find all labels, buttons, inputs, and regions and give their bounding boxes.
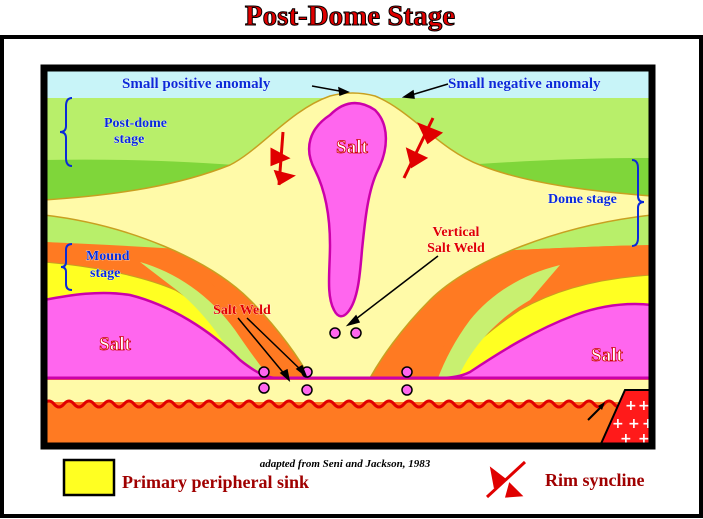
central-salt-diapir	[307, 101, 388, 318]
post-dome-stage-label-1: Post-dome	[104, 116, 167, 131]
svg-text:+: +	[612, 416, 624, 432]
weld-pointer-arrows	[237, 255, 439, 383]
credit-text: adapted from Seni and Jackson, 1983	[260, 458, 431, 470]
vertical-weld-label-1: Vertical	[433, 225, 480, 240]
salt-right-label: Salt	[591, 345, 623, 366]
post-dome-stage-label-2: stage	[114, 132, 144, 147]
cross-section: ++ +++ ++	[44, 68, 654, 447]
section-border	[40, 64, 656, 450]
vertical-weld-label-2: Salt Weld	[427, 241, 485, 256]
anomaly-arrows	[311, 83, 449, 99]
granite-block: ++ +++ ++	[587, 389, 654, 447]
salt-left-label: Salt	[99, 334, 131, 355]
right-mound-green	[438, 265, 560, 378]
svg-text:+: +	[620, 431, 632, 447]
weld-circle	[401, 366, 413, 378]
left-mound-green	[140, 262, 270, 378]
svg-text:+: +	[638, 431, 650, 447]
weld-circle	[350, 327, 362, 339]
small-positive-anomaly-label: Small positive anomaly	[122, 76, 271, 92]
diagram-title: Post-Dome Stage	[245, 0, 455, 32]
mound-stage-label-2: stage	[90, 266, 120, 281]
rim-syncline-symbol-left	[270, 131, 296, 186]
weld-circle	[329, 327, 341, 339]
rim-syncline-symbol-right	[402, 117, 444, 179]
legend-sink-label: Primary peripheral sink	[122, 472, 309, 492]
post-dome-bracket	[59, 97, 73, 167]
weld-circle	[301, 384, 313, 396]
dome-bracket	[631, 159, 645, 247]
lower-cream-layer	[44, 380, 652, 402]
dome-stage-label: Dome stage	[548, 192, 617, 207]
weld-markers	[258, 327, 413, 396]
weld-circle	[401, 384, 413, 396]
salt-weld-label: Salt Weld	[213, 303, 271, 318]
weld-circle	[258, 366, 270, 378]
small-negative-anomaly-label: Small negative anomaly	[448, 76, 601, 92]
svg-text:+: +	[625, 398, 637, 414]
svg-text:+: +	[628, 416, 640, 432]
mound-bracket	[60, 243, 73, 291]
legend-rim-syncline-icon	[485, 460, 527, 499]
mound-stage-label-1: Mound	[86, 249, 130, 264]
salt-center-label: Salt	[336, 137, 368, 158]
svg-text:+: +	[642, 416, 654, 432]
weld-circle	[258, 382, 270, 394]
basement-top-wavy	[44, 399, 636, 409]
legend-rim-label: Rim syncline	[545, 470, 645, 490]
basement-layer	[44, 402, 652, 446]
legend-sink-swatch	[62, 458, 116, 497]
svg-text:+: +	[638, 398, 650, 414]
